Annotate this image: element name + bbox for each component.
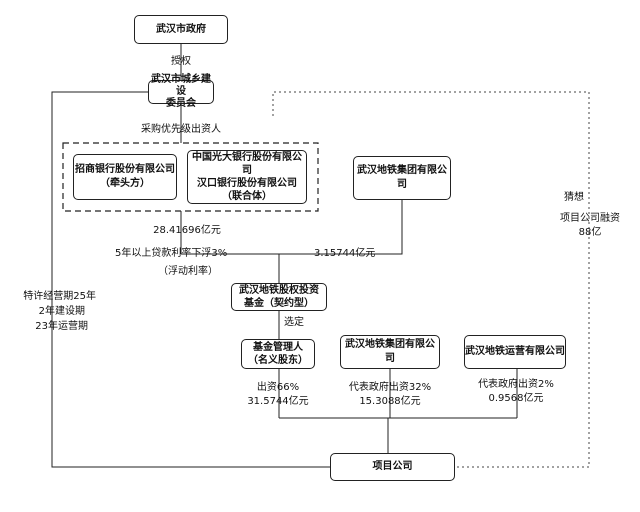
label-group-amount: 3.15744亿元: [314, 248, 376, 259]
label-bank-amount: 28.41696亿元: [153, 225, 221, 236]
label-ops-amount: 0.9568亿元: [488, 393, 544, 404]
label-guess: 猜想: [564, 192, 584, 203]
node-metro-operations: 武汉地铁运营有限公司: [464, 335, 566, 369]
node-metro-group-bottom: 武汉地铁集团有限公司: [340, 335, 440, 369]
node-cmb-bank: 招商银行股份有限公司 （牵头方）: [73, 154, 177, 200]
label-financing-2: 88亿: [578, 227, 602, 238]
label-select: 选定: [284, 317, 304, 328]
label-ops-pct: 代表政府出资2%: [478, 379, 554, 390]
label-group-sub-amount: 15.3088亿元: [359, 396, 421, 407]
node-fund-manager: 基金管理人 （名义股东）: [241, 339, 315, 369]
node-wuhan-government: 武汉市政府: [134, 15, 228, 44]
label-authorize: 授权: [171, 56, 191, 67]
node-metro-group-top: 武汉地铁集团有限公司: [353, 156, 451, 200]
node-metro-equity-fund: 武汉地铁股权投资 基金（契约型）: [231, 283, 327, 311]
label-manager-amount: 31.5744亿元: [247, 396, 309, 407]
label-rate-line1: 5年以上贷款利率下浮3%: [115, 248, 228, 259]
label-purchase: 采购优先级出资人: [141, 124, 221, 135]
node-construction-committee: 武汉市城乡建设 委员会: [148, 74, 214, 109]
label-rate-line2: （浮动利率）: [158, 266, 218, 277]
label-concession-2: 2年建设期: [38, 306, 85, 317]
label-financing-1: 项目公司融资: [560, 213, 620, 224]
node-bank-consortium: 中国光大银行股份有限公司 汉口银行股份有限公司 （联合体）: [187, 150, 307, 204]
label-manager-pct: 出资66%: [256, 382, 300, 393]
node-project-company: 项目公司: [330, 453, 455, 481]
label-concession-3: 23年运营期: [35, 321, 88, 332]
label-concession-1: 特许经营期25年: [23, 291, 96, 302]
label-group-pct: 代表政府出资32%: [348, 382, 432, 393]
